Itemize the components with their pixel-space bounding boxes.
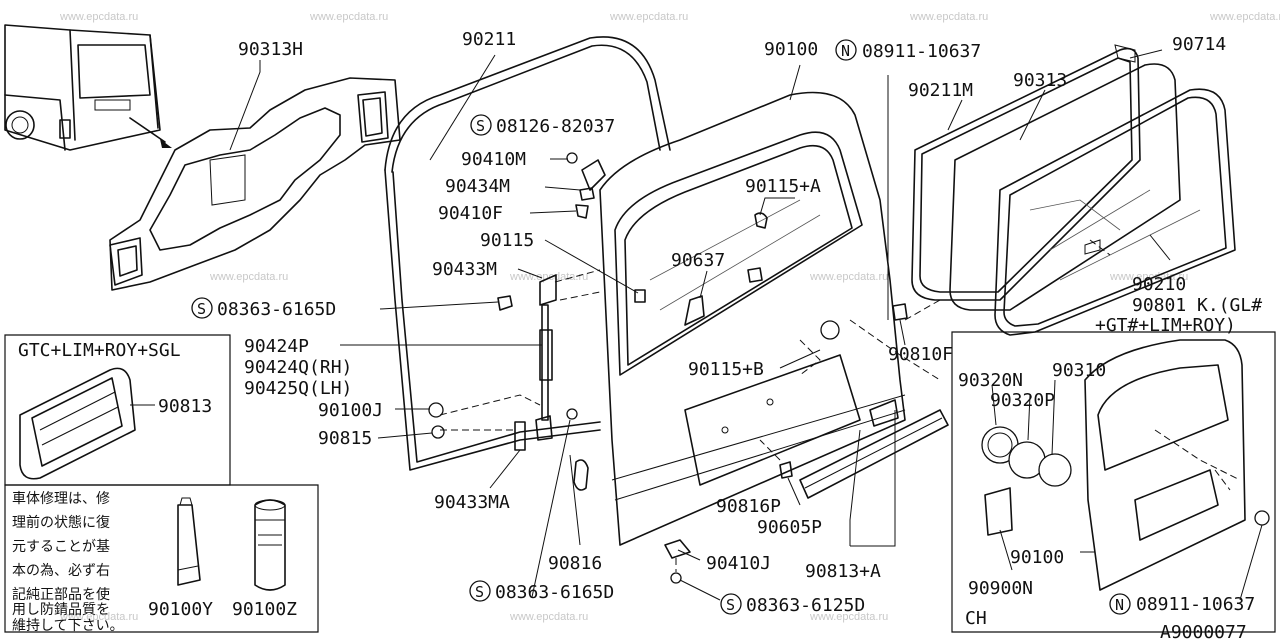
note-line-2: 理前の状態に復 bbox=[12, 514, 110, 531]
watermark: www.epcdata.ru bbox=[209, 271, 288, 283]
part-90100-back-door bbox=[573, 91, 906, 546]
watermark: www.epcdata.ru bbox=[1209, 11, 1280, 23]
vehicle-thumbnail bbox=[4, 24, 172, 151]
note-line-5: 記純正部品を使 bbox=[12, 586, 110, 603]
label-90320P: 90320P bbox=[990, 390, 1055, 411]
part-90210-glass-set bbox=[911, 44, 1236, 336]
label-90115A: 90115+A bbox=[745, 176, 821, 197]
note-line-6: 用し防錆品質を bbox=[12, 601, 110, 618]
note-line-4: 本の為、必ず右 bbox=[12, 563, 110, 579]
s-symbol: S bbox=[475, 583, 484, 601]
label-90100-top: 90100 bbox=[764, 39, 818, 60]
inset-ch-box bbox=[951, 331, 1276, 633]
label-08911-10637-ch: 08911-10637 bbox=[1136, 594, 1255, 615]
label-08126-82037: 08126-82037 bbox=[496, 116, 615, 137]
part-90313H-panel bbox=[109, 77, 401, 291]
n-symbol: N bbox=[1115, 596, 1124, 614]
note-line-3: 元することが基 bbox=[12, 538, 110, 555]
s-marker-icon bbox=[470, 114, 492, 136]
label-90310: 90310 bbox=[1052, 360, 1106, 381]
label-90815: 90815 bbox=[318, 428, 372, 449]
label-90801K-cont: +GT#+LIM+ROY) bbox=[1095, 315, 1236, 336]
watermark: www.epcdata.ru bbox=[509, 611, 588, 623]
label-90410J: 90410J bbox=[706, 553, 771, 574]
watermark: www.epcdata.ru bbox=[1109, 271, 1188, 283]
dashed-guides bbox=[439, 239, 1111, 572]
inset-labels: GTC+LIM+ROY+SGL 90813 車体修理は、修 理前の状態に復 元す… bbox=[12, 340, 1255, 634]
watermark: www.epcdata.ru bbox=[309, 11, 388, 23]
label-90433MA: 90433MA bbox=[434, 492, 510, 513]
leader-lines bbox=[130, 49, 1263, 601]
note-line-7: 維持して下さい。 bbox=[12, 618, 124, 634]
n-marker-icon bbox=[835, 39, 857, 61]
label-90810F: 90810F bbox=[888, 344, 953, 365]
part-90211-weatherstrip bbox=[384, 36, 671, 471]
label-90425Q: 90425Q(LH) bbox=[244, 378, 352, 399]
label-08911-10637: 08911-10637 bbox=[862, 41, 981, 62]
label-90637: 90637 bbox=[671, 250, 725, 271]
label-90816: 90816 bbox=[548, 553, 602, 574]
label-90813: 90813 bbox=[158, 396, 212, 417]
s-symbol: S bbox=[197, 300, 206, 318]
watermark: www.epcdata.ru bbox=[809, 611, 888, 623]
n-marker-icon bbox=[1109, 593, 1131, 615]
label-90801K: 90801 K.(GL# bbox=[1132, 295, 1262, 316]
label-90115B: 90115+B bbox=[688, 359, 764, 380]
s-marker-icon bbox=[191, 297, 213, 319]
watermark: www.epcdata.ru bbox=[909, 11, 988, 23]
label-90434M: 90434M bbox=[445, 176, 510, 197]
s-symbol: S bbox=[726, 596, 735, 614]
watermarks: www.epcdata.ru www.epcdata.ru www.epcdat… bbox=[59, 11, 1280, 623]
n-symbol: N bbox=[841, 42, 850, 60]
watermark: www.epcdata.ru bbox=[609, 11, 688, 23]
label-90100Y: 90100Y bbox=[148, 599, 213, 620]
label-90433M: 90433M bbox=[432, 259, 497, 280]
label-08363-6165D-top: 08363-6165D bbox=[217, 299, 336, 320]
watermark: www.epcdata.ru bbox=[809, 271, 888, 283]
label-90100Z: 90100Z bbox=[232, 599, 297, 620]
label-90424Q: 90424Q(RH) bbox=[244, 357, 352, 378]
label-90813A: 90813+A bbox=[805, 561, 881, 582]
label-90424P: 90424P bbox=[244, 336, 309, 357]
label-90211: 90211 bbox=[462, 29, 516, 50]
label-90210: 90210 bbox=[1132, 274, 1186, 295]
label-90313: 90313 bbox=[1013, 70, 1067, 91]
label-90605P: 90605P bbox=[757, 517, 822, 538]
label-90900N: 90900N bbox=[968, 578, 1033, 599]
hardware-parts bbox=[428, 152, 908, 584]
label-90100-ch: 90100 bbox=[1010, 547, 1064, 568]
label-08363-6165D-bottom: 08363-6165D bbox=[495, 582, 614, 603]
label-90115: 90115 bbox=[480, 230, 534, 251]
part-90813A-garnish bbox=[799, 399, 949, 499]
gtc-box-title: GTC+LIM+ROY+SGL bbox=[18, 340, 181, 361]
label-90410F: 90410F bbox=[438, 203, 503, 224]
watermark: www.epcdata.ru bbox=[59, 11, 138, 23]
label-90410M: 90410M bbox=[461, 149, 526, 170]
label-90313H: 90313H bbox=[238, 39, 303, 60]
label-90211M: 90211M bbox=[908, 80, 973, 101]
s-marker-icon bbox=[720, 593, 742, 615]
part-labels: 90313H 90211 90100 N 08911-10637 90714 9… bbox=[191, 29, 1262, 640]
label-90320N: 90320N bbox=[958, 370, 1023, 391]
inset-notes-box bbox=[4, 484, 319, 633]
label-90714: 90714 bbox=[1172, 34, 1226, 55]
ch-box-title: CH bbox=[965, 608, 987, 629]
s-symbol: S bbox=[476, 117, 485, 135]
note-line-1: 車体修理は、修 bbox=[12, 490, 110, 507]
label-90100J: 90100J bbox=[318, 400, 383, 421]
label-90816P: 90816P bbox=[716, 496, 781, 517]
label-08363-6125D: 08363-6125D bbox=[746, 595, 865, 616]
watermark: www.epcdata.ru bbox=[59, 611, 138, 623]
watermark: www.epcdata.ru bbox=[509, 271, 588, 283]
s-marker-icon bbox=[469, 580, 491, 602]
label-diagram-code: A9000077 bbox=[1160, 622, 1247, 640]
